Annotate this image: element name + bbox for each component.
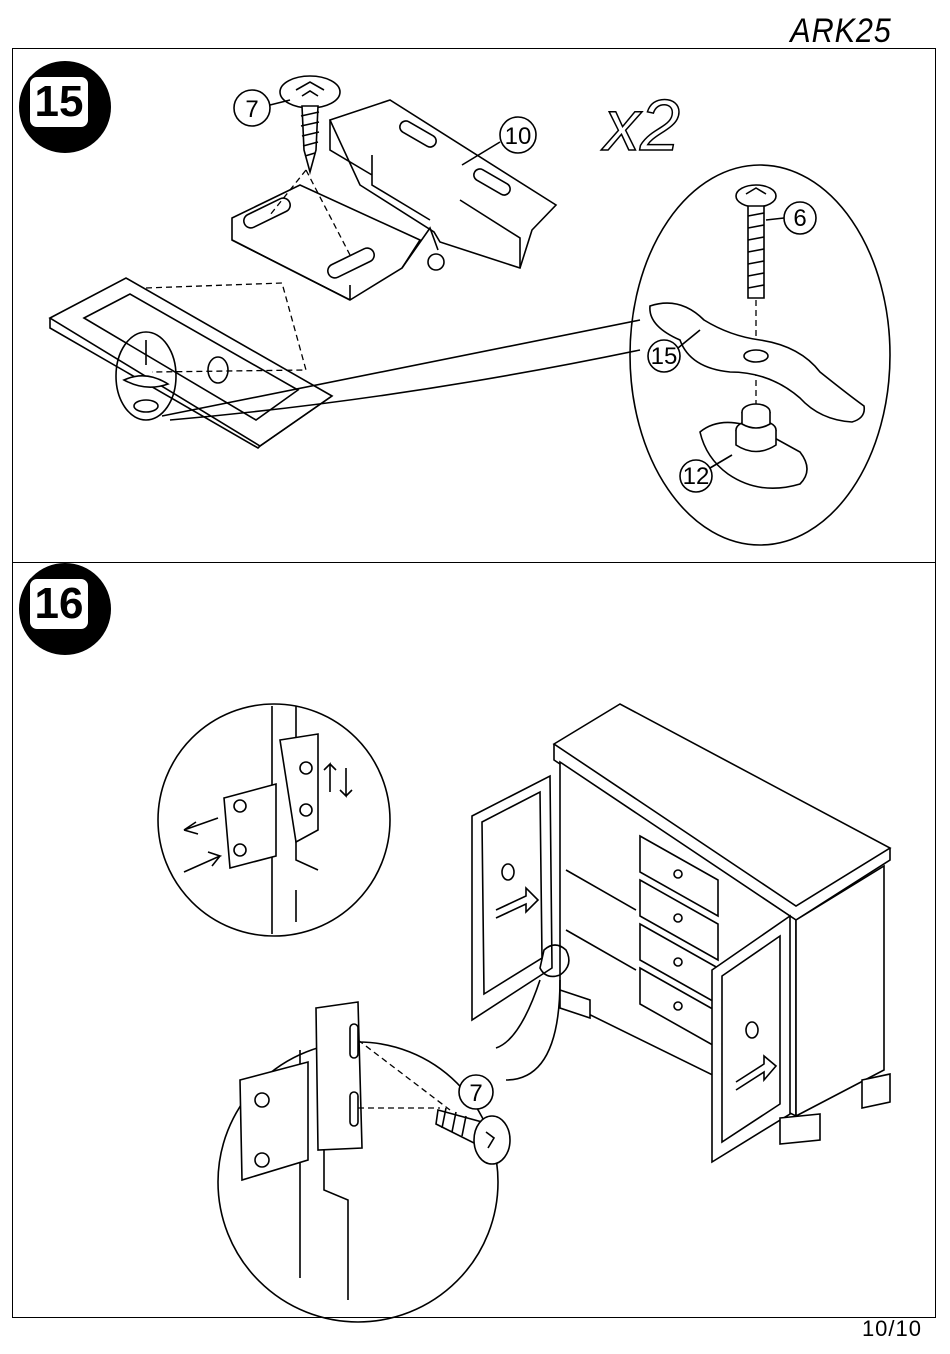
callout-10-label: 10 [505,123,532,150]
cabinet [472,704,890,1162]
page-number: 10/10 [862,1316,922,1342]
callout-6-label: 6 [793,205,806,232]
callout-7-bottom-label: 7 [469,1080,482,1107]
quantity-label: x2 [601,86,680,166]
callout-12-label: 12 [683,463,710,490]
callout-6: 6 [766,202,816,234]
screw-7-bottom [436,1108,510,1164]
callout-7-label: 7 [245,96,258,123]
hinge-detail-bottom [218,945,569,1322]
callout-15-label: 15 [651,343,678,370]
callout-10: 10 [462,117,536,165]
callout-7-bottom: 7 [459,1075,493,1109]
plinth-panel [50,278,332,448]
screw-6 [736,185,776,298]
hinge-detail-top [158,704,390,936]
